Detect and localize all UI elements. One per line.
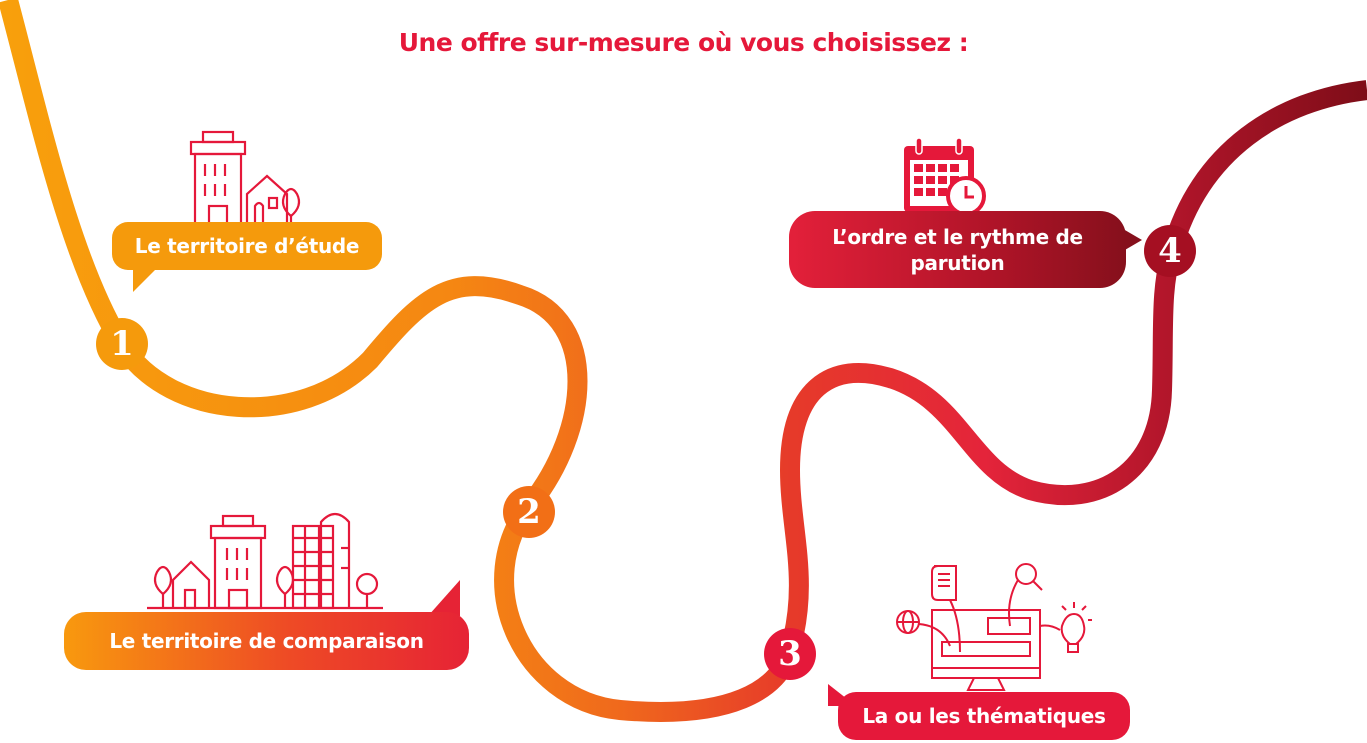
city-buildings-icon [187,130,309,226]
winding-road-path [0,0,1367,722]
step-3-marker: 3 [764,628,816,680]
city-skyline-icon [147,512,383,610]
step-4-marker: 4 [1144,225,1196,277]
page-title: Une offre sur-mesure où vous choisissez … [398,28,969,57]
step-2-marker: 2 [503,486,555,538]
bubble-2-tail [428,580,460,616]
calendar-clock-icon [904,137,986,216]
step-1-label: Le territoire d’étude [112,222,382,270]
computer-themes-icon [896,563,1092,691]
step-4-label-text: L’ordre et le rythme de parution [832,224,1083,275]
step-2-label: Le territoire de comparaison [64,612,469,670]
step-3-label: La ou les thématiques [838,692,1130,740]
step-1-marker: 1 [96,318,148,370]
step-4-label: L’ordre et le rythme de parution [789,211,1126,288]
